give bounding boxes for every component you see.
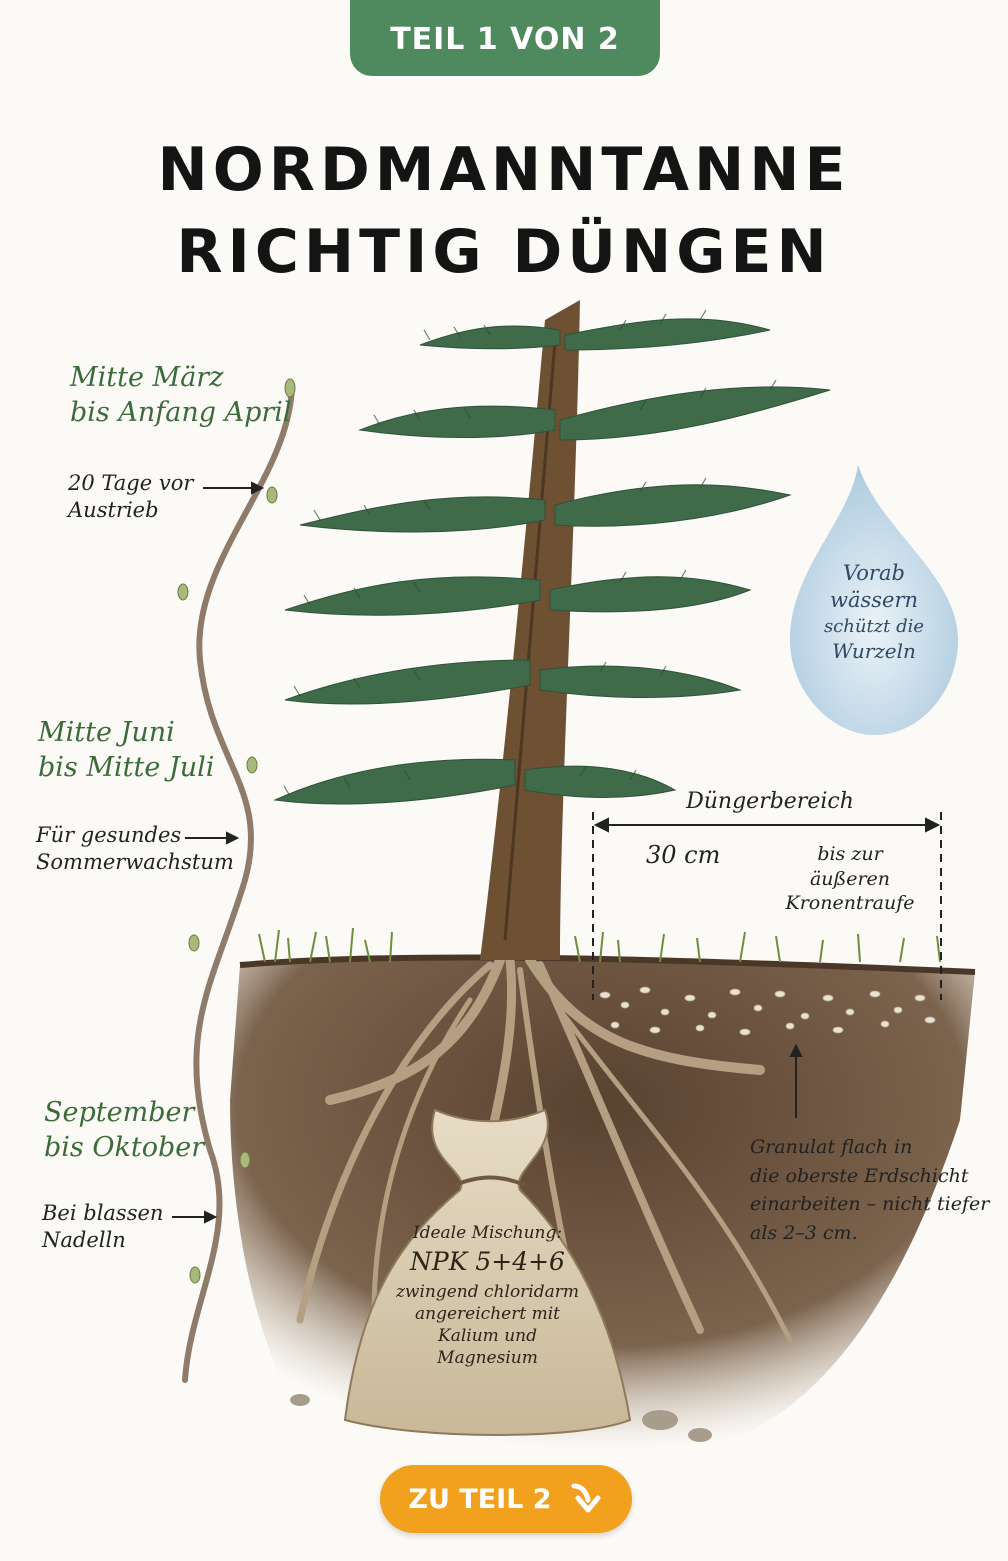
granulate-note-line-2: die oberste Erdschicht	[750, 1164, 969, 1187]
page-title-line-1: NORDMANNTANNE	[157, 135, 851, 205]
timeline-branch	[182, 382, 295, 1383]
next-part-button[interactable]: ZU TEIL 2	[380, 1465, 632, 1533]
timeline-period-1-line-2: bis Anfang April	[70, 397, 292, 429]
sack-line-1: Ideale Mischung:	[412, 1223, 563, 1243]
page-title-line-2: RICHTIG DÜNGEN	[176, 217, 832, 287]
part-badge: TEIL 1 VON 2	[350, 0, 660, 76]
fertilizer-distance: 30 cm	[646, 841, 721, 869]
timeline-period-3-line-2: bis Oktober	[44, 1132, 205, 1164]
timeline-period-2-line-2: bis Mitte Juli	[38, 752, 215, 784]
timeline-arrows	[172, 481, 265, 1224]
timeline-note-1-line-2: Austrieb	[68, 498, 159, 523]
timeline-note-1-line-1: 20 Tage vor	[68, 471, 194, 495]
timeline-period-2-line-1: Mitte Juni	[38, 717, 175, 748]
granulate-note: Granulat flach in die oberste Erdschicht…	[750, 1133, 989, 1247]
timeline-note-2-line-2: Sommerwachstum	[36, 850, 234, 875]
sack-line-3: zwingend chloridarm	[395, 1281, 580, 1302]
granulate-note-line-3: einarbeiten – nicht tiefer	[750, 1193, 990, 1215]
needle-texture	[283, 309, 777, 797]
arrow-down-right-icon	[571, 1483, 601, 1513]
sack-line-4: angereichert mit	[415, 1303, 560, 1324]
timeline-note-3-line-2: Nadelln	[42, 1228, 126, 1253]
timeline-note-3: Bei blassen Nadelln	[42, 1200, 163, 1255]
soil-stones	[290, 1394, 712, 1442]
sack-line-2: NPK 5+4+6	[410, 1247, 565, 1277]
water-drop-line-4: Wurzeln	[832, 638, 916, 663]
timeline-buds	[177, 378, 296, 1284]
timeline-period-3-line-1: September	[44, 1097, 195, 1128]
granulate-layer	[599, 986, 936, 1036]
grass-tufts	[258, 927, 941, 963]
timeline-note-1: 20 Tage vor Austrieb	[68, 470, 193, 525]
fertilizer-extent-line-2: äußeren	[809, 867, 891, 890]
timeline-note-2: Für gesundes Sommerwachstum	[36, 822, 234, 877]
next-part-label: ZU TEIL 2	[408, 1483, 552, 1515]
granulate-note-line-1: Granulat flach in	[750, 1136, 913, 1158]
granulate-note-line-4: als 2–3 cm.	[750, 1221, 858, 1244]
timeline-period-2: Mitte Juni bis Mitte Juli	[38, 715, 214, 785]
timeline-note-2-line-1: Für gesundes	[36, 823, 182, 847]
timeline-period-1-line-1: Mitte März	[70, 362, 224, 393]
tree-branches	[273, 318, 831, 805]
granulate-arrow	[789, 1043, 803, 1118]
fertilizer-sack	[343, 1108, 632, 1436]
water-drop-text: Vorab wässern schützt die Wurzeln	[790, 560, 958, 664]
water-drop-line-3: schützt die	[823, 615, 925, 637]
timeline-period-1: Mitte März bis Anfang April	[70, 360, 292, 430]
fertilizer-zone-label: Düngerbereich	[686, 789, 854, 814]
timeline-note-3-line-1: Bei blassen	[42, 1201, 164, 1225]
fertilizer-range-measure	[592, 812, 942, 1000]
fertilizer-extent-line-1: bis zur	[817, 843, 883, 865]
fertilizer-extent-line-3: Kronentraufe	[785, 892, 915, 915]
water-drop-icon	[790, 465, 958, 735]
sack-line-6: Magnesium	[437, 1347, 538, 1368]
timeline-period-3: September bis Oktober	[44, 1095, 204, 1165]
water-drop-line-1: Vorab	[843, 561, 905, 585]
soil-top-line	[239, 954, 976, 975]
water-drop-line-2: wässern	[829, 588, 919, 613]
fertilizer-extent: bis zur äußeren Kronentraufe	[770, 842, 930, 916]
sack-label: Ideale Mischung: NPK 5+4+6 zwingend chlo…	[375, 1222, 600, 1369]
sack-line-5: Kalium und	[438, 1325, 537, 1346]
